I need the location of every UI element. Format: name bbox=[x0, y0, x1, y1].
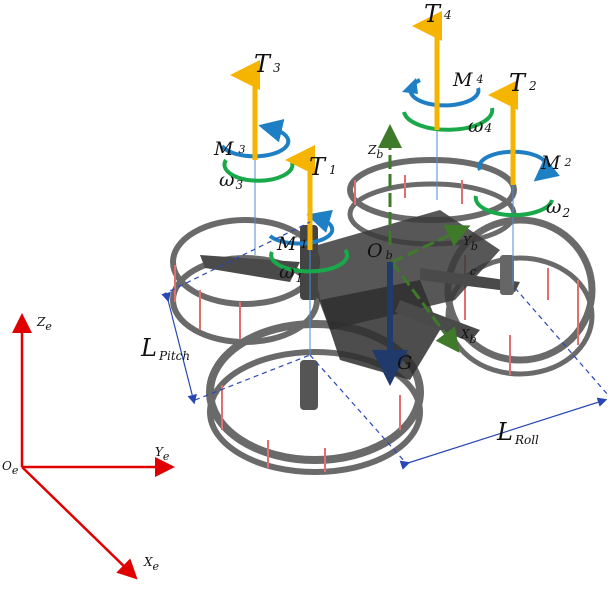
xb-axis bbox=[390, 261, 460, 353]
label-w4: ω4 bbox=[468, 115, 492, 137]
xe-axis bbox=[21, 466, 138, 580]
label-w1: ω1 bbox=[279, 261, 303, 285]
label-xb: Xb bbox=[460, 327, 477, 346]
omega-w1-arc bbox=[269, 248, 350, 274]
label-w2: ω2 bbox=[546, 196, 570, 220]
label-ze: Ze bbox=[36, 315, 52, 333]
omega-w2-arc bbox=[473, 195, 554, 218]
torque-m3-arc bbox=[220, 119, 291, 159]
earth-frame: Ze Ye Xe Oe bbox=[2, 313, 175, 580]
torque-m2-arc bbox=[477, 149, 560, 182]
torque-m4-arrowhead bbox=[402, 78, 418, 94]
label-xe: Xe bbox=[143, 555, 160, 573]
label-zb: Zb bbox=[367, 143, 383, 161]
torque-m1-arc bbox=[268, 209, 335, 246]
label-g: G bbox=[397, 352, 412, 374]
label-c-mark: c bbox=[470, 265, 476, 278]
drone-frame bbox=[170, 157, 596, 475]
label-w3: ω3 bbox=[219, 169, 244, 192]
label-yb: Yb bbox=[463, 234, 478, 253]
label-ye: Ye bbox=[155, 445, 170, 463]
yb-axis bbox=[391, 224, 471, 264]
label-oe: Oe bbox=[2, 459, 19, 477]
omega-w4-arc bbox=[402, 107, 495, 132]
